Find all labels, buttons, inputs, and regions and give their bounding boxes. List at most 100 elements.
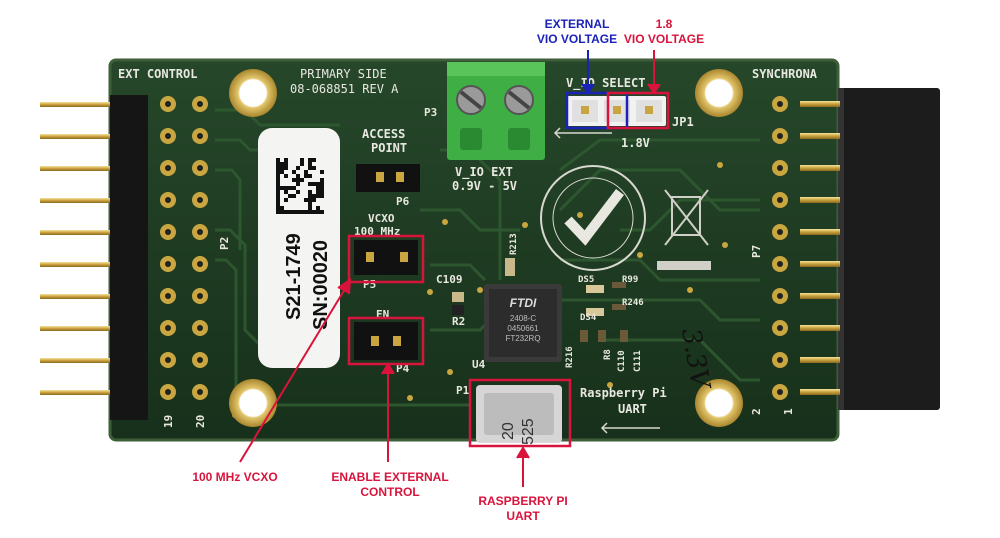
silk-r2: R2 bbox=[452, 315, 465, 328]
header-pin bbox=[40, 390, 130, 395]
silk-vio-range: 0.9V - 5V bbox=[452, 179, 517, 193]
silk-p6: P6 bbox=[396, 195, 410, 208]
silk-ds5: DS5 bbox=[578, 275, 594, 285]
silk-ext-control: EXT CONTROL bbox=[118, 67, 197, 81]
highlight-enable bbox=[347, 316, 425, 366]
silk-vio-select: V_IO SELECT bbox=[566, 76, 645, 91]
header-pin bbox=[800, 133, 840, 139]
silk-pin19: 19 bbox=[162, 415, 175, 428]
callout-enable-ext-line2: CONTROL bbox=[360, 485, 420, 499]
silk-u4: U4 bbox=[472, 358, 486, 371]
silk-r213: R213 bbox=[509, 233, 519, 255]
callout-rpi-uart-line2: UART bbox=[506, 509, 540, 523]
silk-p2: P2 bbox=[218, 237, 231, 250]
silk-pin2: 2 bbox=[750, 408, 763, 415]
jp1-jumper bbox=[566, 96, 666, 126]
silk-raspberry-pi: Raspberry Pi bbox=[580, 386, 667, 400]
silk-p7: P7 bbox=[750, 245, 763, 258]
callout-leaders bbox=[239, 50, 661, 487]
silk-v18: 1.8V bbox=[621, 136, 650, 150]
header-pin bbox=[800, 261, 840, 267]
usb-code-1: 20 bbox=[500, 422, 517, 440]
ftdi-chip: FTDI 2408-C 0450661 FT232RQ bbox=[484, 284, 562, 362]
header-pin bbox=[40, 262, 130, 267]
callout-vcxo-line1: 100 MHz VCXO bbox=[192, 470, 278, 484]
header-pin bbox=[800, 389, 840, 395]
header-pin bbox=[40, 230, 130, 235]
sticker-sn: SN:00020 bbox=[310, 240, 332, 330]
callout-enable-ext-line1: ENABLE EXTERNAL bbox=[331, 470, 449, 484]
sticker-serial: S21-1749 bbox=[283, 233, 305, 320]
highlight-uart bbox=[468, 378, 572, 448]
highlight-boxes bbox=[347, 91, 670, 448]
weee-icon bbox=[657, 189, 711, 270]
highlight-vio-external bbox=[565, 91, 629, 130]
header-pin bbox=[40, 134, 130, 139]
silk-c109: C109 bbox=[436, 273, 463, 286]
smd-components bbox=[452, 258, 628, 342]
chip-line-1: 2408-C bbox=[510, 314, 536, 323]
silk-r99: R99 bbox=[622, 275, 638, 285]
silk-vio-ext: V_IO EXT bbox=[455, 165, 513, 180]
header-pin bbox=[800, 357, 840, 363]
silk-vcxo: VCXO bbox=[368, 212, 395, 225]
silk-r246: R246 bbox=[622, 298, 644, 308]
left-header-pads bbox=[160, 96, 208, 400]
header-pin bbox=[40, 294, 130, 299]
chip-line-3: FT232RQ bbox=[505, 334, 540, 343]
silk-r8: R8 bbox=[603, 349, 613, 360]
silk-arrows bbox=[553, 127, 660, 434]
mounting-holes bbox=[229, 69, 743, 427]
silk-ds4: DS4 bbox=[580, 313, 597, 323]
header-pin bbox=[800, 165, 840, 171]
callout-vio-18: 1.8 VIO VOLTAGE bbox=[614, 17, 714, 47]
header-pin bbox=[40, 102, 130, 107]
datamatrix-code bbox=[276, 158, 324, 214]
header-pin bbox=[40, 358, 130, 363]
terminal-block-p3 bbox=[447, 62, 545, 160]
silk-point: POINT bbox=[371, 141, 407, 155]
chip-line-2: 0450661 bbox=[507, 324, 539, 333]
serial-sticker: S21-1749 SN:00020 bbox=[258, 128, 340, 368]
header-pin bbox=[40, 198, 130, 203]
callout-vio-18-line1: 1.8 bbox=[655, 17, 673, 31]
highlight-vio-18 bbox=[606, 91, 670, 130]
silk-access: ACCESS bbox=[362, 127, 405, 141]
silk-c111: C111 bbox=[633, 350, 643, 372]
silk-p3: P3 bbox=[424, 106, 437, 119]
usb-code-2: 525 bbox=[520, 418, 537, 445]
usb-port: 20 525 bbox=[476, 385, 562, 445]
callout-external-vio-line2: VIO VOLTAGE bbox=[536, 32, 618, 46]
callout-external-vio: EXTERNAL VIO VOLTAGE bbox=[522, 17, 632, 47]
silk-pin1: 1 bbox=[782, 408, 795, 415]
callout-rpi-uart: RASPBERRY PI UART bbox=[458, 494, 588, 524]
callout-vio-18-line2: VIO VOLTAGE bbox=[623, 32, 705, 46]
callout-enable-ext: ENABLE EXTERNAL CONTROL bbox=[320, 470, 460, 500]
header-pin bbox=[40, 166, 130, 171]
silk-part-number: 08-068851 REV A bbox=[290, 82, 399, 96]
silk-synchrona: SYNCHRONA bbox=[752, 67, 818, 81]
right-header-pads bbox=[772, 96, 840, 400]
highlight-vcxo bbox=[347, 234, 425, 284]
header-pin bbox=[800, 197, 840, 203]
callout-rpi-uart-line1: RASPBERRY PI bbox=[478, 494, 568, 508]
silkscreen-labels: EXT CONTROL PRIMARY SIDE 08-068851 REV A… bbox=[118, 67, 818, 428]
silk-pin20: 20 bbox=[194, 415, 207, 428]
header-p6 bbox=[356, 164, 420, 192]
rohs-logo bbox=[540, 165, 646, 271]
header-p5 bbox=[354, 240, 418, 275]
header-pin bbox=[800, 229, 840, 235]
chip-logo: FTDI bbox=[510, 296, 537, 310]
silk-jp1: JP1 bbox=[672, 115, 694, 129]
header-pin bbox=[40, 326, 130, 331]
header-p4 bbox=[354, 322, 418, 360]
header-pin bbox=[800, 325, 840, 331]
callout-vcxo: 100 MHz VCXO bbox=[170, 470, 300, 485]
header-pin bbox=[800, 101, 840, 107]
silk-p5: P5 bbox=[363, 278, 376, 291]
left-header-pins bbox=[40, 102, 130, 395]
right-connector-body bbox=[838, 88, 940, 410]
silk-c110: C110 bbox=[617, 350, 627, 372]
silk-r216: R216 bbox=[565, 346, 575, 368]
